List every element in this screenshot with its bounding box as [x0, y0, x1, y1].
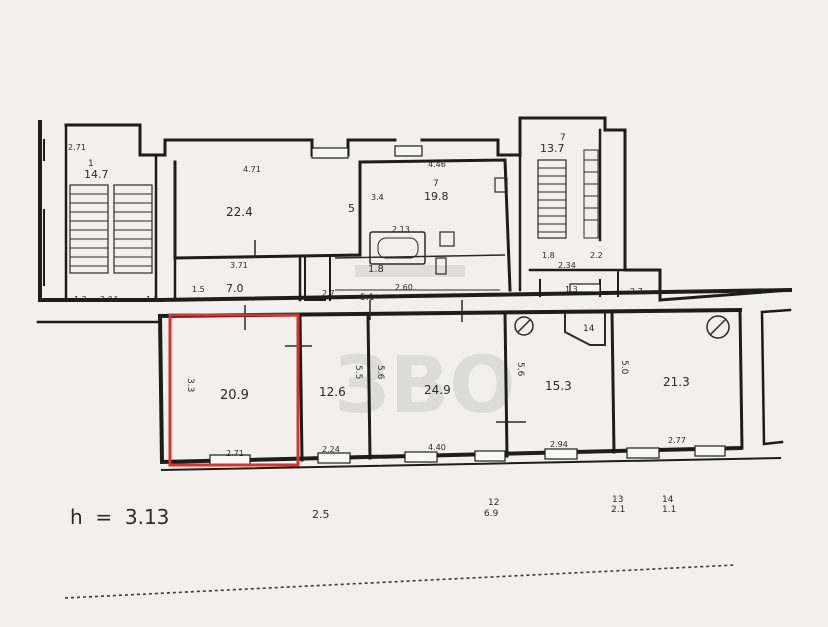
label-stair-bottom-r: 1.5	[146, 295, 159, 304]
label-room-5-w: 2.77	[668, 436, 686, 445]
label-right-bottom-13: 1.3	[565, 285, 578, 294]
label-corridor-area: 7.0	[226, 282, 244, 295]
label-hall-w: 2.60	[395, 283, 413, 292]
label-room-3: 24.9	[424, 383, 451, 397]
watermark-text: ЗВО	[334, 341, 515, 431]
label-bath: 1.8	[368, 264, 384, 275]
label-room-5: 21.3	[663, 375, 690, 389]
label-room-highlight-w: 2.71	[226, 449, 244, 458]
label-room-2-w: 2.24	[322, 445, 340, 454]
label-room-top-mid-w: 4.46	[428, 160, 446, 169]
label-stair-left: 14.7	[84, 168, 109, 181]
label-stair-left-w: 2.71	[68, 143, 86, 152]
label-stair-bottom: 2.04	[100, 295, 118, 304]
label-right-small-a: 1.8	[542, 251, 555, 260]
windows	[209, 145, 726, 466]
label-room-top-left: 22.4	[226, 205, 253, 219]
label-room-2-side: 5.5	[353, 365, 363, 379]
label-side-5: 5	[348, 202, 355, 215]
label-bottom-a: 2.5	[312, 508, 330, 521]
label-room-4-top: 14	[583, 324, 595, 334]
label-room-4-side: 5.6	[515, 362, 525, 377]
left-stair	[43, 123, 162, 302]
label-side-34: 3.4	[371, 193, 384, 202]
label-bottom-c-no: 13	[612, 495, 623, 505]
label-small-27: 2.7	[322, 289, 335, 298]
label-hall-area: 5.1	[360, 293, 374, 303]
label-room-top-left-w: 4.71	[243, 165, 261, 174]
highlighted-room-frame	[168, 313, 300, 467]
label-stair-bottom-l: 1.3	[74, 295, 87, 304]
label-right-bottom-27: 2.7	[630, 287, 643, 296]
label-stair-right: 13.7	[540, 142, 565, 155]
label-kitchen-w: 2.13	[392, 225, 410, 234]
top-rooms	[173, 158, 512, 302]
label-room-4: 15.3	[545, 379, 572, 393]
label-bottom-b: 6.9	[484, 509, 499, 519]
label-bottom-c: 2.1	[611, 505, 625, 515]
ceiling-height-label: h = 3.13	[70, 505, 169, 529]
label-room-4-w: 2.94	[550, 440, 568, 449]
label-room-top-mid: 19.8	[424, 190, 449, 203]
label-room-2: 12.6	[319, 385, 346, 399]
label-right-small-b: 2.2	[590, 251, 603, 260]
label-room-5-side: 5.0	[619, 360, 629, 375]
label-corridor-side: 1.5	[192, 285, 205, 294]
separator-line	[64, 564, 736, 599]
label-bottom-d-no: 14	[662, 495, 674, 505]
room-labels: 1 14.7 2.71 22.4 4.71 7 19.8 4.46 3.4 5 …	[68, 133, 690, 521]
label-room-highlight: 20.9	[220, 388, 249, 403]
label-bottom-b-no: 12	[488, 498, 499, 508]
label-stair-left-no: 1	[88, 159, 94, 169]
label-bottom-d: 1.1	[662, 505, 676, 515]
right-stair	[518, 128, 627, 297]
label-room-3-side: 5.6	[375, 365, 385, 380]
label-room-top-mid-no: 7	[433, 179, 439, 189]
label-room-highlight-side: 3.3	[185, 378, 195, 392]
label-room-3-w: 4.40	[428, 443, 446, 452]
label-corridor-w: 3.71	[230, 261, 248, 270]
label-right-small-w: 2.34	[558, 261, 576, 270]
bottom-partitions	[244, 300, 730, 462]
label-stair-right-no: 7	[560, 133, 566, 143]
watermark: ЗВО	[334, 265, 516, 431]
